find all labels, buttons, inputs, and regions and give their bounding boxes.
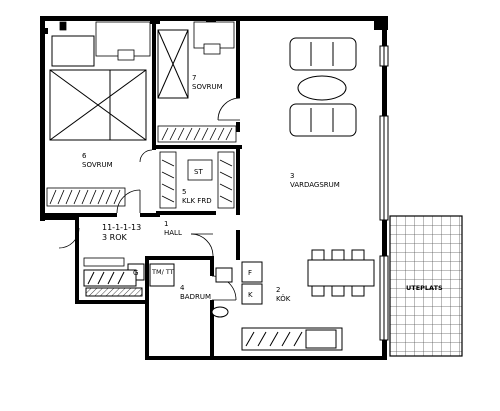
room7-name: SOVRUM — [192, 83, 223, 91]
bathroom-fixtures — [83, 263, 233, 318]
room5-name: KLK FRD — [182, 197, 212, 205]
room4-number: 4 — [180, 284, 185, 292]
hall-detail — [83, 257, 125, 267]
bedroom6-desk — [59, 21, 151, 61]
fridge-label: F — [248, 269, 252, 277]
living-sofas — [289, 37, 357, 137]
apartment-type: 3 ROK — [102, 233, 127, 242]
washer-dryer-label: TM/ TT — [151, 268, 174, 276]
room4-name: BADRUM — [180, 293, 211, 301]
room7-number: 7 — [192, 74, 196, 82]
bedroom7-wardrobe — [157, 125, 237, 143]
closet-shelves — [159, 151, 235, 209]
dining-table — [307, 249, 375, 297]
room3-number: 3 — [290, 172, 294, 180]
g-label: G — [133, 269, 138, 277]
cooker-label: K — [248, 291, 253, 299]
room1-number: 1 — [164, 220, 168, 228]
kitchen-fixtures — [241, 261, 343, 351]
bedroom6-wardrobe — [46, 187, 126, 207]
apartment-code: 11-1-1-13 — [102, 223, 141, 232]
room6-name: SOVRUM — [82, 161, 113, 169]
room3-name: VARDAGSRUM — [290, 181, 340, 189]
right-windows — [379, 45, 389, 341]
room6-number: 6 — [82, 152, 87, 160]
single-bed — [157, 29, 189, 99]
room1-name: HALL — [164, 229, 182, 237]
terrace — [389, 215, 463, 357]
room2-name: KÖK — [276, 294, 291, 303]
room2-number: 2 — [276, 286, 280, 294]
room5-number: 5 — [182, 188, 186, 196]
outer-walls — [40, 16, 388, 360]
terrace-label: UTEPLATS — [406, 284, 443, 292]
interior-walls — [45, 20, 242, 358]
storage-label: ST — [194, 168, 203, 176]
double-bed — [49, 35, 147, 141]
bedroom7-desk — [193, 21, 235, 55]
